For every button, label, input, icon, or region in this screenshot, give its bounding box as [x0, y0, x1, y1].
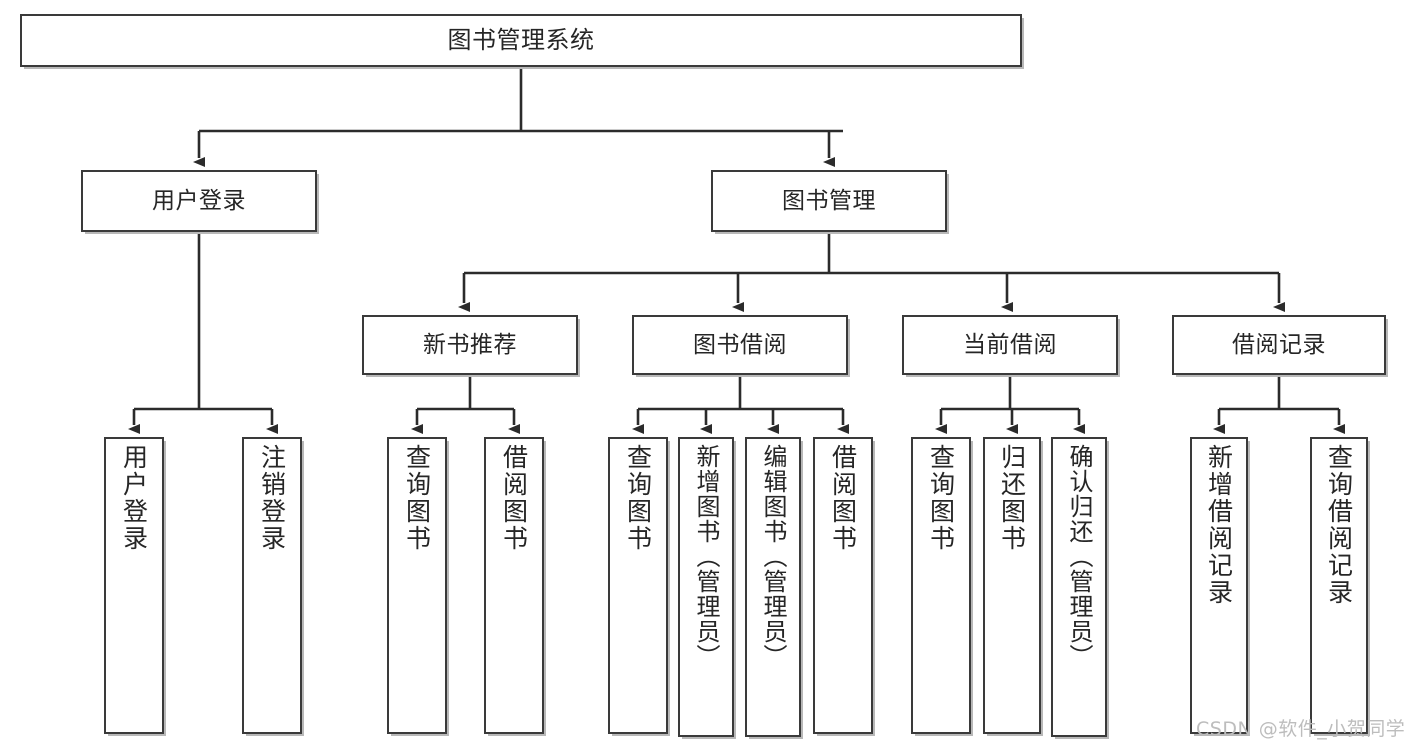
node-user-login[interactable]: 用户登录 — [81, 170, 317, 232]
leaf-add-book[interactable]: 新增图书（管理员） — [678, 437, 734, 737]
node-borrow-record-label: 借阅记录 — [1232, 331, 1326, 358]
leaf-return-book[interactable]: 归还图书 — [983, 437, 1041, 734]
leaf-confirm-return-label: 确认归还（管理员） — [1065, 444, 1093, 669]
node-current-borrow[interactable]: 当前借阅 — [902, 315, 1118, 375]
node-new-book-rec[interactable]: 新书推荐 — [362, 315, 578, 375]
node-book-manage-label: 图书管理 — [782, 187, 876, 214]
node-root[interactable]: 图书管理系统 — [20, 14, 1022, 67]
leaf-user-login-label: 用户登录 — [119, 444, 149, 552]
edges-book-borrow — [632, 375, 849, 434]
edges-borrow-record — [1213, 375, 1345, 434]
leaf-user-login[interactable]: 用户登录 — [104, 437, 164, 734]
edges-current-borrow — [935, 375, 1085, 434]
leaf-borrow-book-1-label: 借阅图书 — [499, 444, 529, 552]
leaf-query-record-label: 查询借阅记录 — [1324, 444, 1354, 606]
edges-new-book-rec — [411, 375, 520, 434]
node-user-login-label: 用户登录 — [152, 187, 246, 214]
node-book-borrow-label: 图书借阅 — [693, 331, 787, 358]
leaf-query-book-3-label: 查询图书 — [926, 444, 956, 552]
node-root-label: 图书管理系统 — [447, 25, 595, 54]
leaf-borrow-book-2-label: 借阅图书 — [828, 444, 858, 552]
edges-user-login — [128, 232, 278, 434]
leaf-edit-book-label: 编辑图书（管理员） — [759, 444, 787, 669]
leaf-add-record-label: 新增借阅记录 — [1204, 444, 1234, 606]
node-borrow-record[interactable]: 借阅记录 — [1172, 315, 1386, 375]
node-book-manage[interactable]: 图书管理 — [711, 170, 947, 232]
edges-book-manage — [458, 232, 1285, 312]
node-book-borrow[interactable]: 图书借阅 — [632, 315, 848, 375]
leaf-add-record[interactable]: 新增借阅记录 — [1190, 437, 1248, 734]
leaf-return-book-label: 归还图书 — [997, 444, 1027, 552]
leaf-query-book-1[interactable]: 查询图书 — [387, 437, 447, 734]
leaf-borrow-book-2[interactable]: 借阅图书 — [813, 437, 873, 734]
leaf-logout-label: 注销登录 — [257, 444, 287, 552]
leaf-query-record[interactable]: 查询借阅记录 — [1310, 437, 1368, 734]
leaf-query-book-3[interactable]: 查询图书 — [911, 437, 971, 734]
node-current-borrow-label: 当前借阅 — [963, 331, 1057, 358]
node-new-book-rec-label: 新书推荐 — [423, 331, 517, 358]
leaf-confirm-return[interactable]: 确认归还（管理员） — [1051, 437, 1107, 737]
leaf-borrow-book-1[interactable]: 借阅图书 — [484, 437, 544, 734]
leaf-add-book-label: 新增图书（管理员） — [692, 444, 720, 669]
leaf-edit-book[interactable]: 编辑图书（管理员） — [745, 437, 801, 737]
edges-root — [193, 67, 843, 167]
csdn-watermark: CSDN @软件_小贺同学 — [1196, 718, 1405, 740]
leaf-query-book-1-label: 查询图书 — [402, 444, 432, 552]
leaf-query-book-2-label: 查询图书 — [623, 444, 653, 552]
leaf-logout[interactable]: 注销登录 — [242, 437, 302, 734]
leaf-query-book-2[interactable]: 查询图书 — [608, 437, 668, 734]
